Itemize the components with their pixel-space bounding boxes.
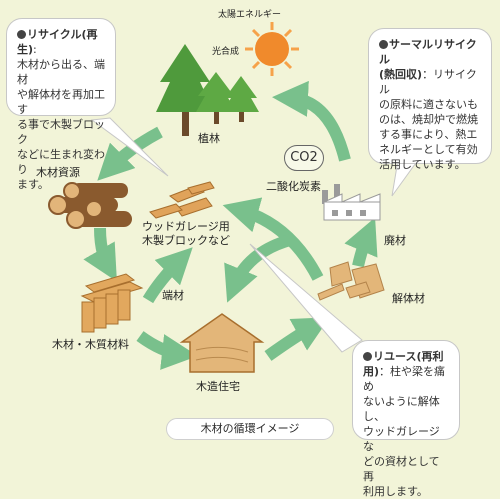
bullet-icon bbox=[17, 30, 26, 39]
offcut-label: 端材 bbox=[162, 289, 184, 302]
planting-label: 植林 bbox=[198, 132, 220, 145]
recycle-bubble: リサイクル(再生): 木材から出る、端材 や解体材を再加工す る事で木製ブロック… bbox=[6, 18, 116, 191]
forest-icon bbox=[156, 44, 259, 136]
sun-icon bbox=[245, 22, 299, 76]
arrow-resource-to-material bbox=[83, 227, 117, 282]
arrow-demolition-to-block bbox=[222, 197, 324, 281]
thermal-title-2: (熱回収) bbox=[379, 68, 423, 81]
reuse-title-1: リユース(再利 bbox=[373, 350, 444, 363]
recycle-line-1: 木材から出る、端材 bbox=[17, 58, 105, 86]
reuse-title-2: 用) bbox=[363, 365, 380, 378]
arrow-material-to-house bbox=[136, 331, 198, 370]
diagram-artwork bbox=[48, 22, 419, 373]
demolition-label: 解体材 bbox=[392, 292, 425, 305]
sun-label: 太陽エネルギー bbox=[218, 10, 282, 20]
thermal-line-2: の原料に適さないものは、焼却炉で燃焼する事により、熱エネルギーとして有効活用して… bbox=[379, 98, 478, 171]
lumber-icon bbox=[80, 273, 144, 333]
photosynthesis-label: 光合成 bbox=[212, 47, 240, 57]
wood-blocks-icon bbox=[149, 181, 215, 219]
recycle-line-2: や解体材を再加工す bbox=[17, 88, 105, 116]
reuse-line-4: どの資材として再 bbox=[363, 455, 440, 483]
thermal-title-1: サーマルリサイクル bbox=[379, 38, 477, 66]
recycle-colon: : bbox=[33, 43, 37, 56]
thermal-line-1: ：リサイクル bbox=[379, 68, 477, 96]
recycle-line-5: ます。 bbox=[17, 178, 49, 191]
reuse-line-1: ：柱や梁を痛め bbox=[363, 365, 446, 393]
house-label: 木造住宅 bbox=[196, 380, 240, 393]
reuse-line-2: ないように解体し、 bbox=[363, 395, 440, 423]
garage-block-label-2: 木製ブロックなど bbox=[142, 234, 230, 247]
recycle-bubble-tail bbox=[90, 117, 169, 177]
arrow-house-to-demolition bbox=[264, 317, 330, 361]
arrow-reuse-to-house bbox=[224, 234, 292, 303]
garage-block-label-1: ウッドガレージ用 bbox=[142, 220, 230, 233]
recycle-title: リサイクル(再生) bbox=[17, 28, 98, 56]
material-label: 木材・木質材料 bbox=[52, 338, 129, 351]
diagram-caption: 木材の循環イメージ bbox=[166, 418, 334, 440]
logs-icon bbox=[48, 182, 132, 229]
demolition-material-icon bbox=[317, 261, 385, 301]
wood-resource-label: 木材資源 bbox=[36, 166, 80, 179]
arrow-demolition-to-waste bbox=[344, 217, 378, 268]
bullet-icon bbox=[379, 40, 388, 49]
wooden-house-icon bbox=[179, 313, 265, 373]
recycle-line-3: る事で木製ブロック bbox=[17, 118, 105, 146]
reuse-line-3: ウッドガレージな bbox=[363, 425, 440, 453]
co2-label: 二酸化炭素 bbox=[266, 180, 321, 193]
reuse-bubble-tail bbox=[249, 243, 363, 353]
thermal-bubble: サーマルリサイクル (熱回収)：リサイクル の原料に適さないものは、焼却炉で燃焼… bbox=[368, 28, 492, 171]
recycle-line-4: などに生まれ変わり bbox=[17, 148, 105, 176]
reuse-line-5: 利用します。 bbox=[363, 485, 428, 498]
arrow-to-planting bbox=[272, 80, 351, 162]
waste-label: 廃材 bbox=[384, 234, 406, 247]
reuse-bubble: リユース(再利 用)：柱や梁を痛め ないように解体し、 ウッドガレージな どの資… bbox=[352, 340, 460, 498]
arrow-offcut-to-block bbox=[142, 247, 193, 304]
bullet-icon bbox=[363, 352, 372, 361]
factory-icon bbox=[322, 184, 381, 221]
co2-formula: CO2 bbox=[284, 145, 324, 171]
cycle-diagram: 太陽エネルギー 光合成 植林 木材資源 ウッドガレージ用 木製ブロックなど 端材… bbox=[6, 10, 492, 498]
